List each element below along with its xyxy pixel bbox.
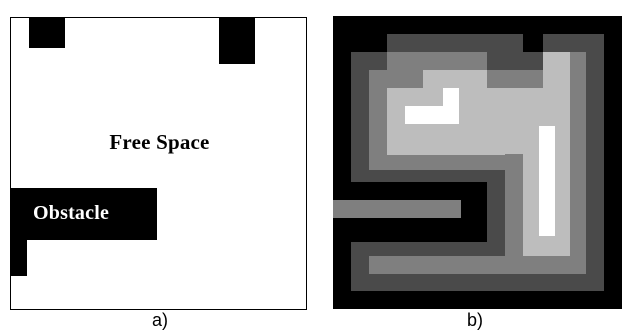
caption-b: b) [467, 310, 484, 330]
obstacle-main [11, 188, 157, 240]
edge-dark-bottom [351, 242, 505, 256]
obstacle-black-foot [333, 242, 351, 278]
edge-dark-right [487, 170, 505, 256]
obstacle-main-foot [11, 240, 27, 276]
notch-black-top-center-2 [507, 16, 543, 34]
region-light-gray-topright [543, 52, 570, 90]
obstacle-top-left [29, 18, 65, 48]
panel-a-configuration-space: Free Space Obstacle [10, 17, 307, 310]
free-space-label: Free Space [109, 130, 210, 154]
obstacle-label: Obstacle [33, 202, 110, 224]
notch-black-top-left [351, 34, 387, 52]
cut-dark-3 [507, 52, 527, 70]
ridge-white-top [405, 106, 459, 124]
panel-b-distance-map [333, 16, 622, 309]
ridge-white-vertical [539, 126, 555, 236]
cut-dark-1 [369, 52, 387, 70]
bar-mid-gray-left [333, 200, 461, 218]
region-mid-lower-band [369, 256, 586, 274]
ridge-white-top-step [443, 88, 459, 110]
obstacle-top-right-tail [219, 18, 237, 64]
region-light-gray-top [423, 70, 487, 90]
edge-mid-right [505, 154, 523, 256]
caption-a: a) [152, 310, 169, 330]
